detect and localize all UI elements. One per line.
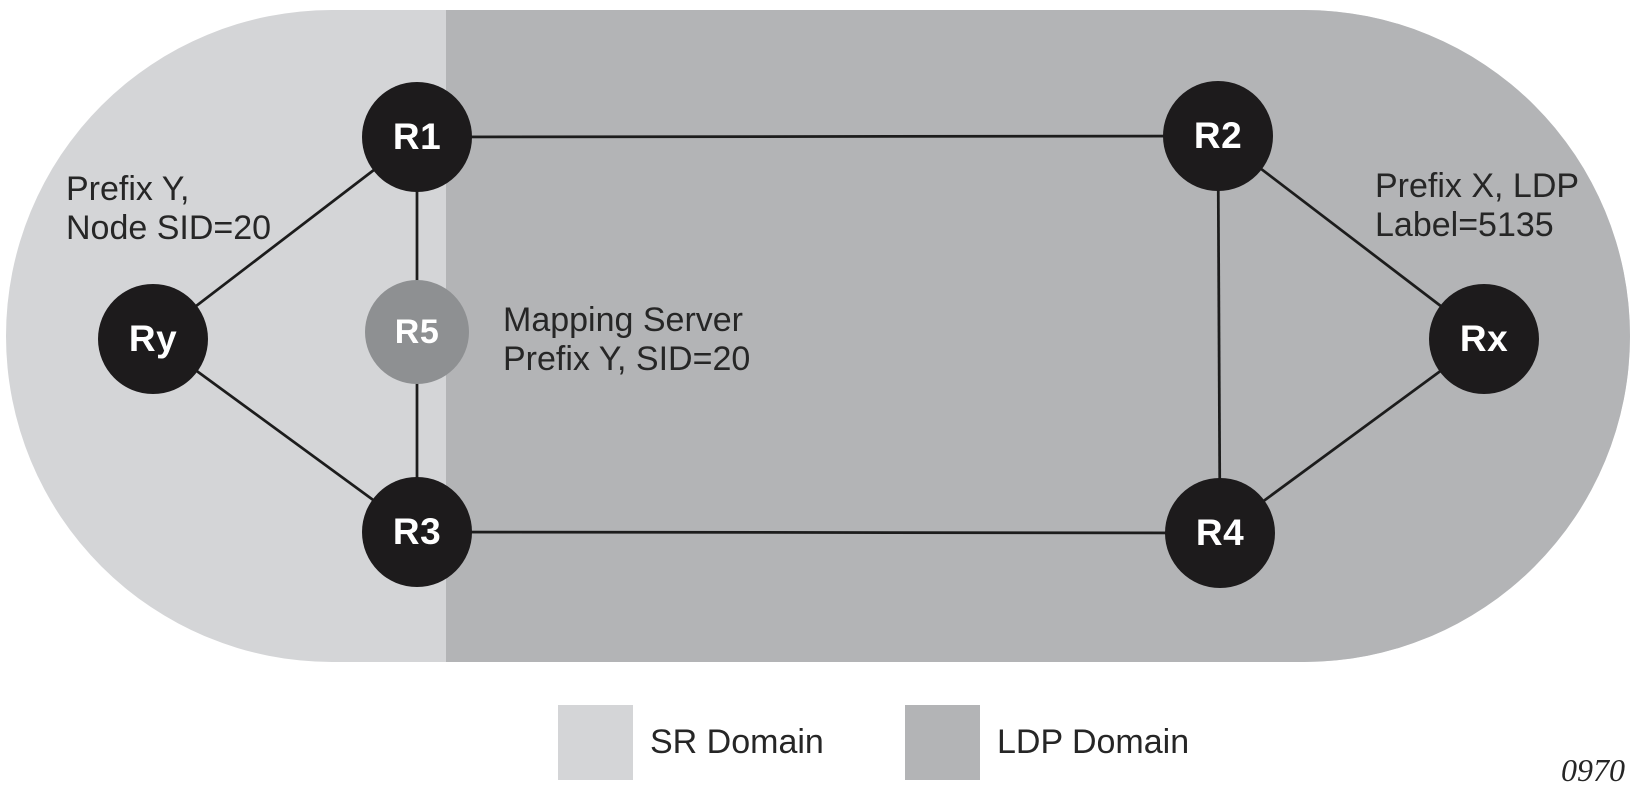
node-r4[interactable]: R4 bbox=[1165, 478, 1275, 588]
node-label: R2 bbox=[1193, 115, 1243, 156]
legend-label: LDP Domain bbox=[997, 723, 1190, 761]
annotation-line: Mapping Server bbox=[503, 301, 744, 339]
annotation-line: Label=5135 bbox=[1375, 206, 1554, 244]
annotation-line: Prefix Y, bbox=[66, 170, 190, 208]
link-r3-r4 bbox=[416, 530, 1221, 535]
node-label: Ry bbox=[128, 318, 178, 359]
annotation-line: Node SID=20 bbox=[66, 209, 272, 247]
node-label: R4 bbox=[1195, 512, 1245, 553]
legend-swatch bbox=[905, 705, 980, 780]
legend-swatch bbox=[558, 705, 633, 780]
annotation-line: Prefix Y, SID=20 bbox=[503, 340, 751, 378]
node-label: R5 bbox=[394, 312, 440, 351]
node-r3[interactable]: R3 bbox=[362, 477, 472, 587]
legend-label: SR Domain bbox=[650, 723, 824, 761]
annotation-line: Prefix X, LDP bbox=[1375, 167, 1580, 205]
node-label: R1 bbox=[392, 116, 442, 157]
node-label: R3 bbox=[392, 511, 442, 552]
node-r2[interactable]: R2 bbox=[1163, 81, 1273, 191]
figure-number: 0970 bbox=[1561, 752, 1625, 788]
node-ry[interactable]: Ry bbox=[98, 284, 208, 394]
legend-item-ldp-domain: LDP Domain bbox=[905, 705, 1189, 780]
legend-item-sr-domain: SR Domain bbox=[558, 705, 824, 780]
node-label: Rx bbox=[1459, 318, 1509, 359]
link-r2-r4 bbox=[1216, 135, 1222, 534]
link-r1-r2 bbox=[416, 134, 1219, 139]
node-rx[interactable]: Rx bbox=[1429, 284, 1539, 394]
annotation-prefix-y: Prefix Y,Node SID=20 bbox=[66, 170, 271, 248]
node-r5[interactable]: R5 bbox=[365, 280, 469, 384]
node-r1[interactable]: R1 bbox=[362, 82, 472, 192]
